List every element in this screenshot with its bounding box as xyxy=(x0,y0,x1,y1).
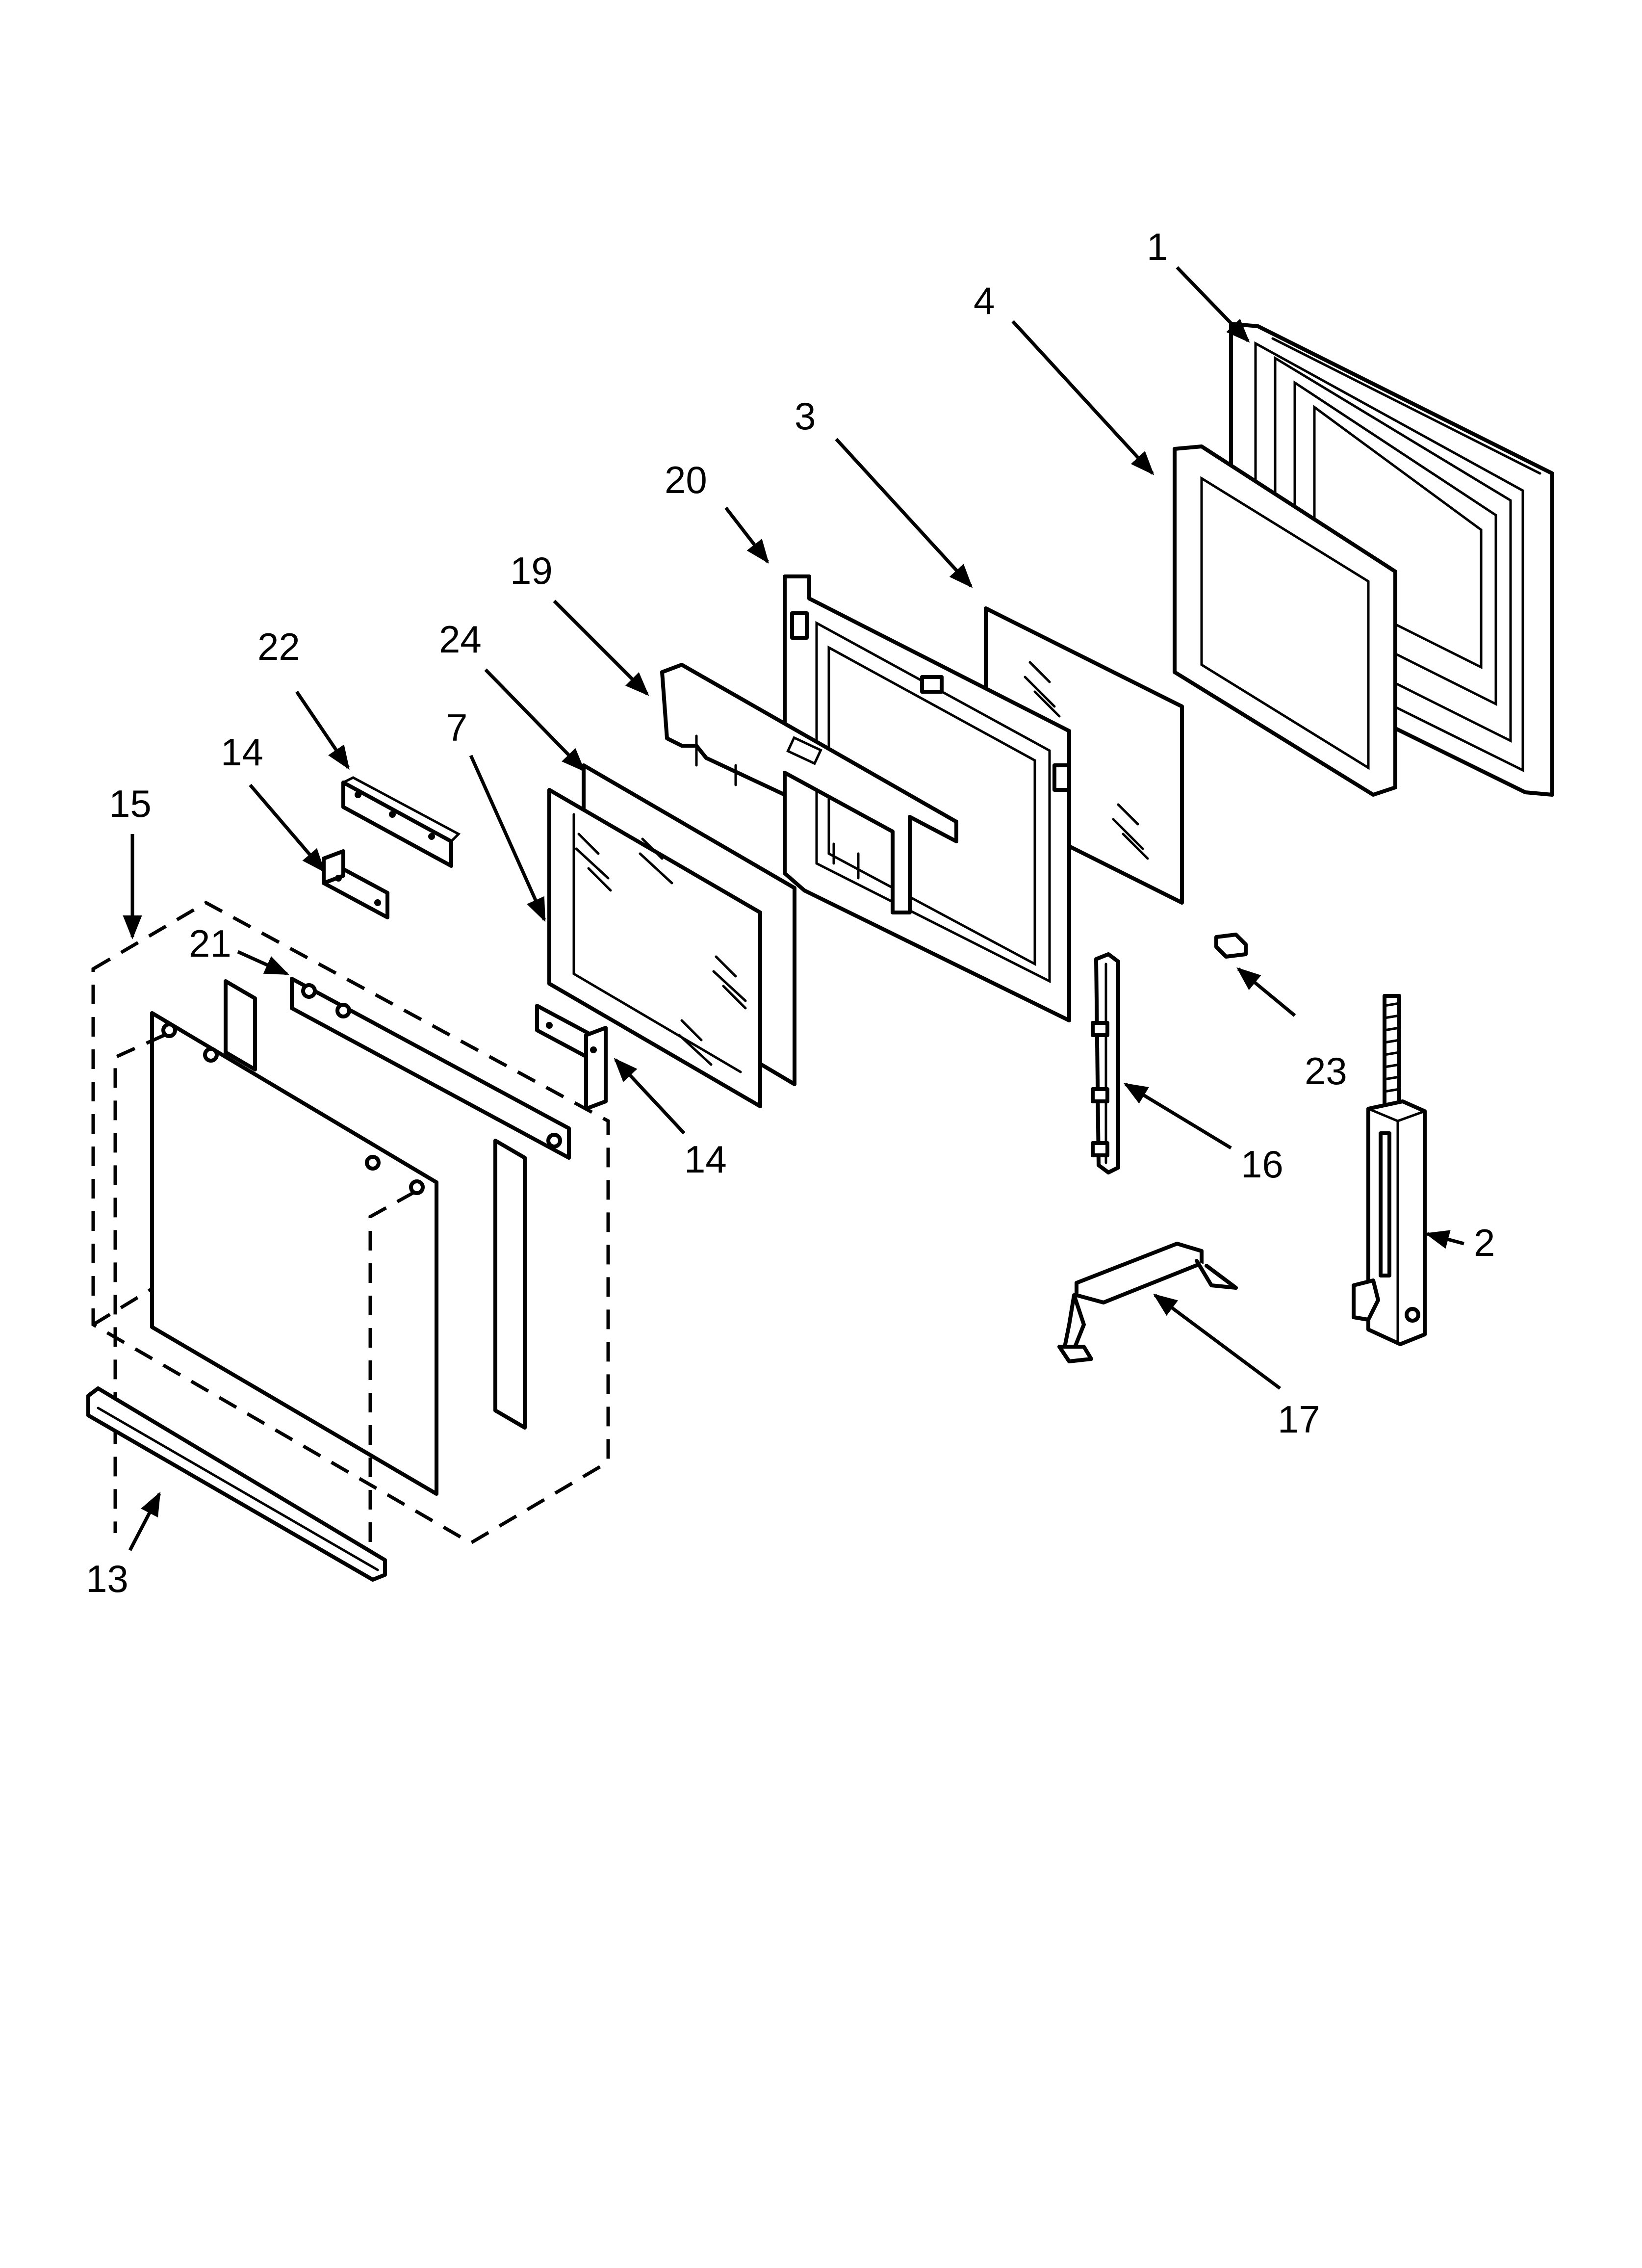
part-22-bracket xyxy=(341,776,461,868)
callout-23: 23 xyxy=(1305,1049,1347,1093)
part-19-heat-shield xyxy=(660,663,958,914)
part-13-door-handle xyxy=(86,1386,387,1582)
callout-16: 16 xyxy=(1241,1143,1283,1186)
callout-22: 22 xyxy=(257,625,300,668)
callout-4: 4 xyxy=(974,279,995,322)
part-16-vertical-bracket xyxy=(1091,952,1120,1174)
part-15-side-strip-right xyxy=(493,1139,527,1430)
part-20-inner-door-liner xyxy=(783,574,1071,1022)
part-17-stand-bracket xyxy=(1057,1242,1238,1363)
leader-17 xyxy=(1153,1294,1282,1390)
leader-3 xyxy=(835,438,973,588)
leader-7 xyxy=(469,755,546,922)
part-21-strip xyxy=(290,977,571,1160)
part-15-outer-glass-panel xyxy=(113,1011,438,1545)
callout-14-upper: 14 xyxy=(221,730,263,774)
leader-19 xyxy=(553,600,649,696)
leader-22 xyxy=(295,691,350,770)
callout-24: 24 xyxy=(439,618,482,661)
callout-1: 1 xyxy=(1147,225,1168,268)
callout-20: 20 xyxy=(665,458,707,501)
leader-13 xyxy=(128,1491,161,1551)
part-23-clip xyxy=(1214,933,1248,959)
part-2-hinge-assembly xyxy=(1352,994,1427,1346)
callout-15: 15 xyxy=(109,782,152,825)
callout-13: 13 xyxy=(86,1557,128,1600)
callout-14-lower: 14 xyxy=(684,1138,727,1181)
leader-21 xyxy=(237,950,289,976)
leader-20 xyxy=(724,506,769,564)
callout-3: 3 xyxy=(795,394,816,438)
leader-24 xyxy=(484,668,586,772)
part-4-door-frame xyxy=(1173,444,1397,797)
leader-14-upper xyxy=(249,783,326,873)
leader-1 xyxy=(1176,266,1250,343)
callout-leaders xyxy=(123,266,1464,1551)
callout-7: 7 xyxy=(446,706,467,749)
leader-2 xyxy=(1425,1230,1464,1249)
leader-16 xyxy=(1123,1083,1232,1149)
part-14-hinge-clip-upper xyxy=(322,849,389,919)
part-7-glass-panel xyxy=(547,788,762,1108)
callout-17: 17 xyxy=(1278,1398,1320,1441)
part-15-side-strip-left xyxy=(224,979,257,1071)
leader-23 xyxy=(1236,967,1296,1017)
callout-labels: 1 4 3 20 19 22 24 7 14 15 21 14 23 16 2 … xyxy=(86,225,1495,1600)
callout-2: 2 xyxy=(1474,1221,1495,1264)
part-14-hinge-clip-lower xyxy=(535,1004,608,1111)
leader-14-lower xyxy=(614,1058,686,1135)
callout-19: 19 xyxy=(510,549,553,592)
callout-21: 21 xyxy=(189,922,231,965)
leader-4 xyxy=(1011,320,1155,475)
